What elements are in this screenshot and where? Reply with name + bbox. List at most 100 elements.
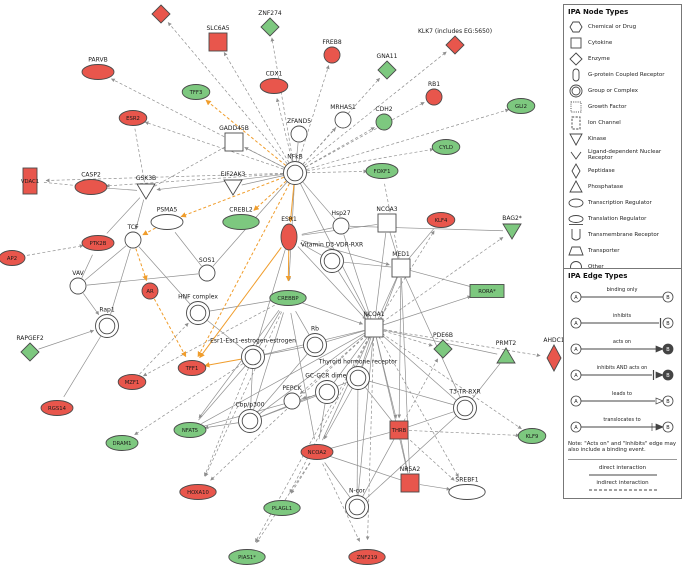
node-type-cytokine: Cytokine xyxy=(568,35,677,51)
node-eif2ak3[interactable]: EIF2AK3 xyxy=(221,171,246,196)
node-cdx1[interactable]: CDX1 xyxy=(259,71,289,94)
node-tff1[interactable]: TFF1 xyxy=(177,360,207,376)
node-label: T3-TR-RXR xyxy=(448,389,480,396)
node-gadd45b[interactable]: GADD45B xyxy=(219,125,249,152)
edge-crebbp-nfat5 xyxy=(198,309,280,419)
edge-nfkb-zfand5 xyxy=(295,142,299,162)
node-bag2[interactable]: BAG2* xyxy=(502,215,522,240)
node-hnf[interactable]: HNF complex xyxy=(178,294,218,325)
node-slc6a5[interactable]: SLC6A5 xyxy=(206,25,230,52)
node-type-label: Transmembrane Receptor xyxy=(588,231,660,238)
node-parvb[interactable]: PARVB xyxy=(81,57,115,80)
node-hoxa10[interactable]: HOXA10 xyxy=(179,484,217,500)
node-psma5[interactable]: PSMA5 xyxy=(150,207,184,230)
node-casp2[interactable]: CASP2 xyxy=(74,172,108,195)
edge-nfkb-esr1 xyxy=(288,184,295,223)
node-d1[interactable] xyxy=(151,4,171,24)
node-rap1[interactable]: Rap1 xyxy=(95,307,119,338)
node-nfat5[interactable]: NFAT5 xyxy=(173,422,207,438)
node-nfkb[interactable]: NFkB xyxy=(283,154,307,185)
node-ar[interactable]: AR xyxy=(141,282,159,300)
node-crebl2[interactable]: CREBL2 xyxy=(222,207,260,230)
edge-esr1-ncoa1 xyxy=(297,246,367,320)
node-label: MZF1 xyxy=(125,380,140,386)
svg-text:binding only: binding only xyxy=(607,287,638,293)
node-ncor[interactable]: N-cor xyxy=(345,488,369,519)
node-t3tr[interactable]: T3-TR-RXR xyxy=(448,389,481,420)
node-pde6b[interactable]: PDE6B xyxy=(433,332,453,359)
edge-nfkb-tff1 xyxy=(197,183,290,358)
node-rb[interactable]: Rb xyxy=(303,326,327,357)
node-klf4[interactable]: KLF4 xyxy=(426,212,456,228)
node-ncoa2[interactable]: NCOA2 xyxy=(300,444,334,460)
node-med1[interactable]: MED1 xyxy=(391,251,411,278)
node-label: FOXF1 xyxy=(374,169,391,175)
edge-thr-ncor xyxy=(356,389,359,496)
node-cdh2[interactable]: CDH2 xyxy=(375,106,393,131)
node-znf274[interactable]: ZNF274 xyxy=(258,10,282,37)
node-esr1[interactable]: ESR1 xyxy=(280,216,298,251)
node-plagl1[interactable]: PLAGL1 xyxy=(263,500,301,516)
svg-text:A: A xyxy=(574,425,578,431)
node-tcf[interactable]: TCF xyxy=(124,224,142,249)
node-dram1[interactable]: DRAM1 xyxy=(105,435,139,451)
node-srebf1[interactable]: SREBF1 xyxy=(448,477,486,500)
node-nr5a2[interactable]: NR5A2 xyxy=(400,466,421,493)
tmr-icon xyxy=(571,229,581,241)
node-cbp300[interactable]: Cbp/p300 xyxy=(235,402,265,433)
node-klf9[interactable]: KLF9 xyxy=(517,428,547,444)
node-ptk2b[interactable]: PTK2B xyxy=(81,235,115,251)
node-rora[interactable]: RORA* xyxy=(469,284,505,298)
node-gcgcr[interactable]: GC-GCR dimer xyxy=(305,373,349,404)
node-znf219[interactable]: ZNF219 xyxy=(348,549,386,565)
node-type-label: Kinase xyxy=(588,135,607,142)
node-ncoa3[interactable]: NCOA3 xyxy=(376,206,398,233)
edge-gsk3b-tcf xyxy=(134,199,145,230)
edge-nfkb-klk7 xyxy=(304,51,447,166)
node-mzf1[interactable]: MZF1 xyxy=(117,374,147,390)
edge-ncoa1-rora xyxy=(383,295,472,326)
node-label: KLF4 xyxy=(435,218,448,224)
node-vdr[interactable]: Vitamin D3-VDR-RXR xyxy=(301,242,363,273)
node-esr2[interactable]: ESR2 xyxy=(118,110,148,126)
node-zfand5[interactable]: ZFAND5 xyxy=(287,118,311,143)
node-crebbp[interactable]: CREBBP xyxy=(269,290,307,306)
svg-text:A: A xyxy=(574,373,578,379)
node-ncoa1[interactable]: NCOA1 xyxy=(363,311,385,338)
node-rapgef2[interactable]: RAPGEF2 xyxy=(16,335,44,362)
node-rgs14[interactable]: RGS14 xyxy=(40,400,74,416)
node-vav[interactable]: VAV xyxy=(69,270,87,295)
node-cyld[interactable]: CYLD xyxy=(431,139,461,155)
node-rb1[interactable]: RB1 xyxy=(425,81,443,106)
edge-esr1cx-dram1 xyxy=(134,363,244,436)
node-gli2[interactable]: GLI2 xyxy=(506,98,536,114)
node-gna11[interactable]: GNA11 xyxy=(377,53,398,80)
node-label: PLAGL1 xyxy=(272,506,292,512)
node-gsk3b[interactable]: GSK3B xyxy=(136,175,156,200)
node-types-title: IPA Node Types xyxy=(568,8,629,16)
node-prmt2[interactable]: PRMT2 xyxy=(496,340,517,364)
node-foxf1[interactable]: FOXF1 xyxy=(365,163,399,179)
edge-med1-nr5a2 xyxy=(401,277,410,474)
node-freb8[interactable]: FREB8 xyxy=(322,39,342,64)
edge-med1-ncoa3 xyxy=(389,232,399,259)
node-pepck[interactable]: PEPCK xyxy=(282,385,303,410)
node-label: Esr1-Esr1-estrogen-estrogen xyxy=(210,338,296,345)
node-ahdc1[interactable]: AHDC1 xyxy=(543,337,563,372)
node-sos1[interactable]: SOS1 xyxy=(198,257,216,282)
node-esr1cx[interactable]: Esr1-Esr1-estrogen-estrogen xyxy=(210,338,296,369)
node-mrhas1[interactable]: MRHAS1 xyxy=(330,104,356,129)
node-pias1[interactable]: PIAS1* xyxy=(228,549,266,565)
edge-ncoa1-hsp27 xyxy=(343,234,372,319)
node-label: GC-GCR dimer xyxy=(305,373,349,380)
edge-ncoa1-gcgcr xyxy=(333,335,369,383)
node-tff3[interactable]: TFF3 xyxy=(181,84,211,100)
node-label: GNA11 xyxy=(377,53,398,60)
node-vdac1[interactable]: VDAC1 xyxy=(21,167,39,195)
node-klk7[interactable]: KLK7 (includes EG:5650) xyxy=(418,28,492,55)
node-ap2[interactable]: AP2 xyxy=(0,250,26,266)
node-thrb[interactable]: THRB xyxy=(389,420,409,440)
node-thr[interactable]: Thyroid hormone receptor xyxy=(318,359,398,390)
node-hsp27[interactable]: Hsp27 xyxy=(331,210,351,235)
